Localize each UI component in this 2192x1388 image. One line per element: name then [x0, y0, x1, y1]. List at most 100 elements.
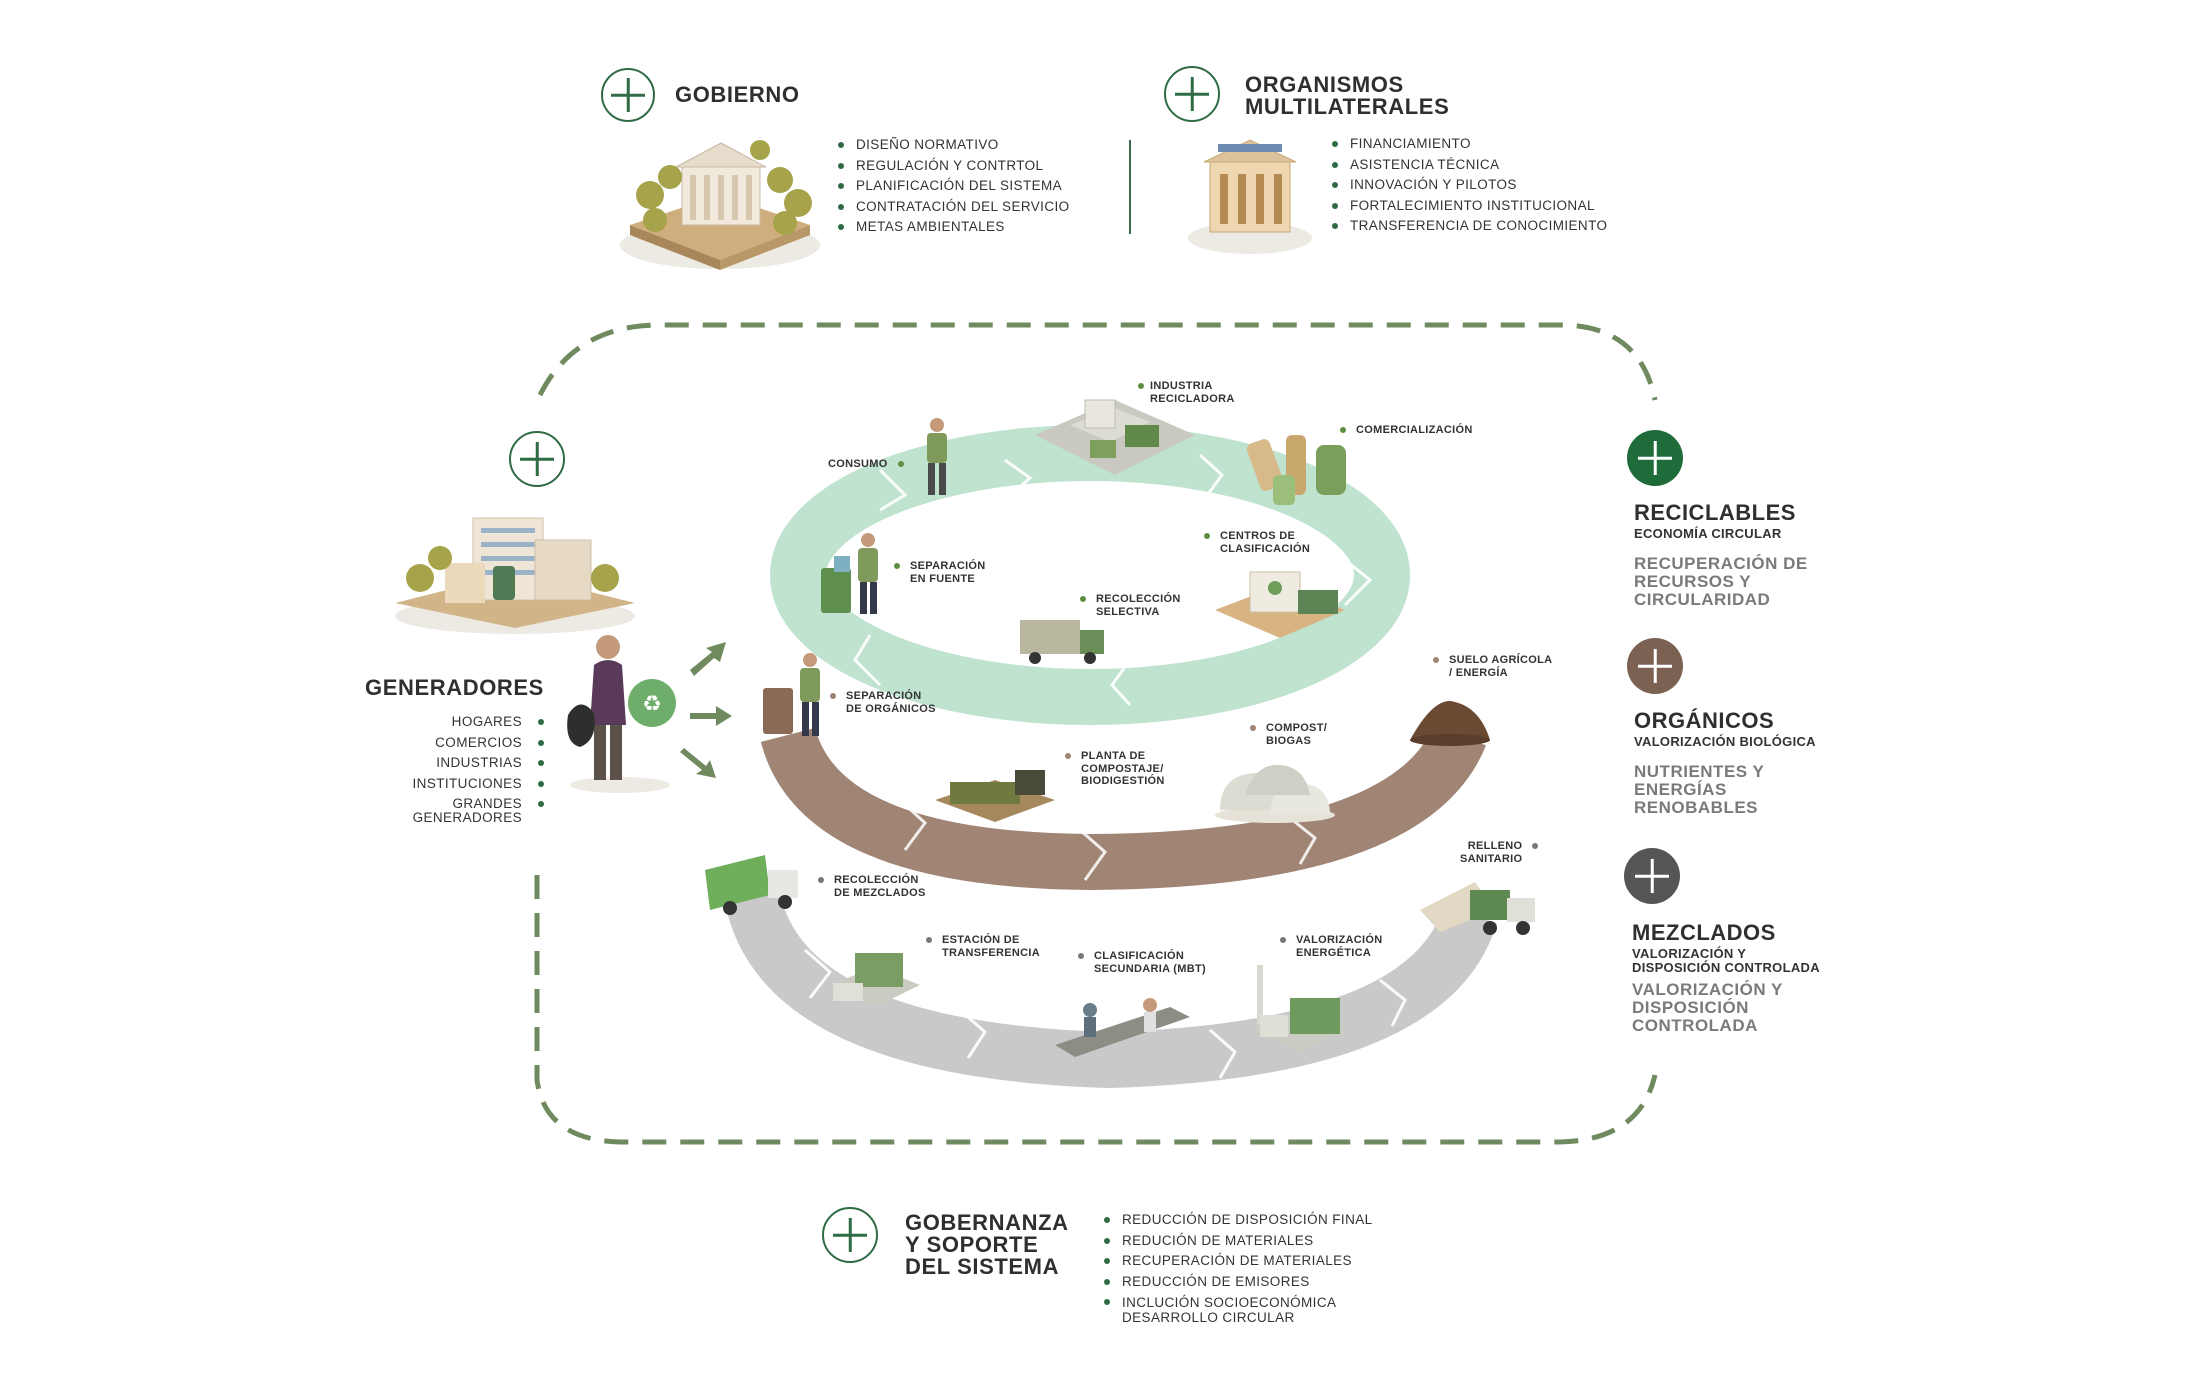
reciclables-block: RECICLABLES ECONOMÍA CIRCULAR RECUPERACI… [1634, 502, 1808, 609]
label-industria: INDUSTRIA RECICLADORA [1138, 380, 1235, 405]
gobernanza-plus-icon[interactable] [822, 1207, 878, 1263]
label-recoleccion-selectiva: RECOLECCIÓN SELECTIVA [1080, 593, 1181, 618]
gobernanza-item-line: INCLUCIÓN SOCIOECONÓMICA [1122, 1295, 1337, 1310]
organismos-item: INNOVACIÓN Y PILOTOS [1332, 175, 1607, 196]
generator-arrows [680, 642, 732, 778]
generadores-item: GRANDES GENERADORES [380, 794, 544, 825]
generadores-item: INDUSTRIAS [380, 753, 544, 774]
organicos-subtitle: VALORIZACIÓN BIOLÓGICA [1634, 734, 1816, 749]
desc-line: RECURSOS Y [1634, 572, 1752, 591]
desc-line: NUTRIENTES Y [1634, 762, 1765, 781]
landfill-truck-illustration [1420, 882, 1535, 935]
label-line: PLANTA DE [1081, 750, 1146, 762]
label-dot [1250, 725, 1256, 731]
label-line: SANITARIO [1460, 852, 1523, 865]
gobernanza-title-line: GOBERNANZA [905, 1210, 1069, 1235]
label-relleno: RELLENO SANITARIO [1460, 840, 1539, 865]
mezclados-title: MEZCLADOS [1632, 920, 1776, 945]
label-line: / ENERGÍA [1449, 666, 1508, 679]
generadores-item: COMERCIOS [380, 733, 544, 754]
mezclados-plus-icon[interactable] [1624, 848, 1680, 904]
label-line: TRANSFERENCIA [942, 946, 1041, 959]
gobernanza-item: REDUCIÓN DE MATERIALES [1104, 1231, 1373, 1252]
gobierno-plus-icon[interactable] [601, 68, 655, 122]
desc-line: CIRCULARIDAD [1634, 590, 1771, 609]
soil-pile-illustration [1410, 701, 1490, 746]
organicos-description: NUTRIENTES Y ENERGÍAS RENOBABLES [1634, 763, 1816, 817]
organismos-plus-icon[interactable] [1164, 66, 1220, 122]
label-dot [1433, 657, 1439, 663]
label-line: RELLENO [1467, 840, 1523, 852]
gobernanza-title: GOBERNANZA Y SOPORTE DEL SISTEMA [905, 1212, 1069, 1278]
label-planta: PLANTA DE COMPOSTAJE/ BIODIGESTIÓN [1065, 750, 1165, 788]
organicos-title: ORGÁNICOS [1634, 708, 1775, 733]
reciclables-title: RECICLABLES [1634, 500, 1796, 525]
organismos-item: TRANSFERENCIA DE CONOCIMIENTO [1332, 216, 1607, 237]
label-line: SELECTIVA [1096, 605, 1160, 618]
mezclados-description: VALORIZACIÓN Y DISPOSICIÓN CONTROLADA [1632, 981, 1820, 1035]
label-dot [1340, 427, 1346, 433]
generadores-item-line: GENERADORES [412, 810, 522, 825]
label-dot [894, 563, 900, 569]
gobierno-title: GOBIERNO [675, 82, 800, 107]
generadores-item: INSTITUCIONES [380, 774, 544, 795]
desc-line: RECUPERACIÓN DE [1634, 554, 1808, 573]
reciclables-subtitle: ECONOMÍA CIRCULAR [1634, 526, 1782, 541]
desc-line: CONTROLADA [1632, 1016, 1758, 1035]
organismos-list: FINANCIAMIENTO ASISTENCIA TÉCNICA INNOVA… [1332, 134, 1607, 237]
generadores-plus-icon[interactable] [509, 431, 565, 487]
label-line: ESTACIÓN DE [942, 934, 1020, 946]
label-separacion-fuente: SEPARACIÓN EN FUENTE [894, 560, 986, 585]
label-line: RECOLECCIÓN [1096, 593, 1181, 605]
label-valorizacion-energetica: VALORIZACIÓN ENERGÉTICA [1280, 934, 1383, 959]
label-line: RECICLADORA [1150, 392, 1235, 405]
organismos-item: ASISTENCIA TÉCNICA [1332, 155, 1607, 176]
label-centros: CENTROS DE CLASIFICACIÓN [1204, 530, 1310, 555]
subtitle-line: DISPOSICIÓN CONTROLADA [1632, 960, 1820, 975]
products-bottles-illustration [1246, 435, 1346, 505]
desc-line: DISPOSICIÓN [1632, 998, 1749, 1017]
organicos-plus-icon[interactable] [1627, 638, 1683, 694]
label-comercializacion: COMERCIALIZACIÓN [1340, 424, 1473, 437]
classification-center-illustration [1215, 571, 1345, 638]
label-line: SECUNDARIA (MBT) [1094, 962, 1206, 975]
label-line: CENTROS DE [1220, 530, 1296, 542]
mixed-garbage-truck-illustration [705, 855, 798, 915]
label-line: ENERGÉTICA [1296, 946, 1372, 959]
gobernanza-item: REDUCCIÓN DE EMISORES [1104, 1272, 1373, 1293]
label-line: SUELO AGRÍCOLA [1449, 654, 1553, 666]
label-dot [926, 937, 932, 943]
label-line: RECOLECCIÓN [834, 874, 919, 886]
organismos-item: FORTALECIMIENTO INSTITUCIONAL [1332, 196, 1607, 217]
generadores-item: HOGARES [380, 712, 544, 733]
label-dot [818, 877, 824, 883]
reciclables-plus-icon[interactable] [1627, 430, 1683, 486]
label-line: CLASIFICACIÓN [1220, 542, 1311, 555]
label-suelo: SUELO AGRÍCOLA / ENERGÍA [1433, 654, 1552, 679]
reciclables-description: RECUPERACIÓN DE RECURSOS Y CIRCULARIDAD [1634, 555, 1808, 609]
generadores-title: GENERADORES [365, 675, 544, 700]
generadores-list: HOGARES COMERCIOS INDUSTRIAS INSTITUCION… [380, 712, 544, 825]
label-dot [1065, 753, 1071, 759]
organicos-block: ORGÁNICOS VALORIZACIÓN BIOLÓGICA NUTRIEN… [1634, 710, 1816, 817]
gobernanza-title-line: DEL SISTEMA [905, 1254, 1060, 1279]
label-line: CLASIFICACIÓN [1094, 950, 1185, 962]
label-dot [1280, 937, 1286, 943]
label-dot [1204, 533, 1210, 539]
mezclados-block: MEZCLADOS VALORIZACIÓN Y DISPOSICIÓN CON… [1632, 922, 1820, 1035]
organismos-item: FINANCIAMIENTO [1332, 134, 1607, 155]
selective-truck-illustration [1020, 620, 1104, 664]
mixed-arc [724, 889, 1497, 1089]
label-line: DE MEZCLADOS [834, 886, 926, 899]
government-building-illustration [620, 140, 820, 270]
organismos-title-line: MULTILATERALES [1245, 94, 1450, 119]
mbt-sorting-line-illustration [1055, 998, 1190, 1057]
desc-line: VALORIZACIÓN Y [1632, 980, 1783, 999]
label-line: SEPARACIÓN [846, 690, 922, 702]
label-line: INDUSTRIA [1150, 380, 1213, 392]
label-line: COMPOST/ [1266, 722, 1328, 734]
organics-arc [760, 723, 1486, 891]
gobierno-item: METAS AMBIENTALES [838, 217, 1070, 238]
mezclados-subtitle: VALORIZACIÓN Y DISPOSICIÓN CONTROLADA [1632, 947, 1820, 975]
